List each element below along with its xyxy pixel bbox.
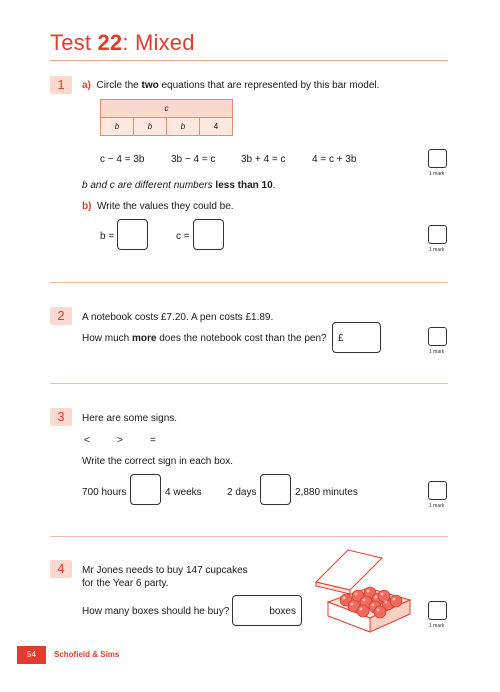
page-number: 54 — [17, 646, 46, 664]
section-divider — [50, 536, 448, 537]
q1b-instruction: b) Write the values they could be. — [82, 201, 234, 212]
equation-option-1[interactable]: c − 4 = 3b — [100, 154, 145, 165]
question-number-1: 1 — [50, 76, 72, 94]
bar-model-cell: b — [167, 118, 200, 135]
bar-model-cell: 4 — [213, 122, 219, 131]
bar-model-cell: b — [101, 118, 134, 135]
equation-option-2[interactable]: 3b − 4 = c — [171, 154, 216, 165]
c-answer-box[interactable] — [193, 219, 224, 250]
q4-question: How many boxes should he buy? — [82, 606, 230, 617]
q1-note: b and c are different numbers less than … — [82, 180, 276, 191]
q3-sign-box-1[interactable] — [130, 474, 161, 505]
mark-box-q3[interactable] — [428, 481, 447, 500]
mark-box-q4[interactable] — [428, 601, 447, 620]
equation-option-4[interactable]: 4 = c + 3b — [312, 154, 357, 165]
sign-greater-than: > — [117, 435, 123, 446]
c-equals-label: c = — [176, 231, 190, 242]
bar-model: c b b b 4 — [100, 99, 233, 136]
currency-symbol: £ — [338, 333, 344, 344]
q3-intro: Here are some signs. — [82, 413, 178, 424]
page-title: Test 22: Mixed — [50, 30, 195, 55]
mark-label: 1 mark — [429, 247, 445, 253]
section-divider — [50, 383, 448, 384]
question-number-2: 2 — [50, 307, 72, 325]
q4-statement-line-2: for the Year 6 party. — [82, 578, 169, 589]
sign-equals: = — [150, 435, 156, 446]
mark-label: 1 mark — [429, 171, 445, 177]
q1a-instruction: a) Circle the two equations that are rep… — [82, 80, 380, 91]
question-number-4: 4 — [50, 560, 72, 578]
q3-right-value-2: 2,880 minutes — [295, 487, 358, 498]
mark-box-q1a[interactable] — [428, 149, 447, 168]
cupcake-box-illustration — [315, 549, 412, 633]
bar-model-total: c — [101, 100, 232, 118]
mark-box-q1b[interactable] — [428, 225, 447, 244]
q4-answer-box[interactable]: boxes — [232, 595, 302, 626]
q3-left-value-2: 2 days — [227, 487, 257, 498]
q2-statement: A notebook costs £7.20. A pen costs £1.8… — [82, 312, 274, 323]
sign-less-than: < — [84, 435, 90, 446]
bar-model-cell: b — [134, 118, 167, 135]
mark-label: 1 mark — [429, 349, 445, 355]
title-rule — [50, 60, 448, 61]
mark-box-q2[interactable] — [428, 327, 447, 346]
q3-sign-box-2[interactable] — [260, 474, 291, 505]
mark-label: 1 mark — [429, 623, 445, 629]
q3-instruction: Write the correct sign in each box. — [82, 456, 233, 467]
b-answer-box[interactable] — [117, 219, 148, 250]
q3-right-value-1: 4 weeks — [165, 487, 202, 498]
section-divider — [50, 282, 448, 283]
unit-label: boxes — [269, 606, 296, 617]
q2-answer-box[interactable]: £ — [332, 322, 381, 353]
question-number-3: 3 — [50, 408, 72, 426]
q3-left-value-1: 700 hours — [82, 487, 127, 498]
mark-label: 1 mark — [429, 503, 445, 509]
equation-option-3[interactable]: 3b + 4 = c — [241, 154, 286, 165]
publisher-name: Schofield & Sims — [54, 650, 120, 659]
q2-question: How much more does the notebook cost tha… — [82, 333, 327, 344]
q4-statement-line-1: Mr Jones needs to buy 147 cupcakes — [82, 565, 248, 576]
b-equals-label: b = — [100, 231, 115, 242]
